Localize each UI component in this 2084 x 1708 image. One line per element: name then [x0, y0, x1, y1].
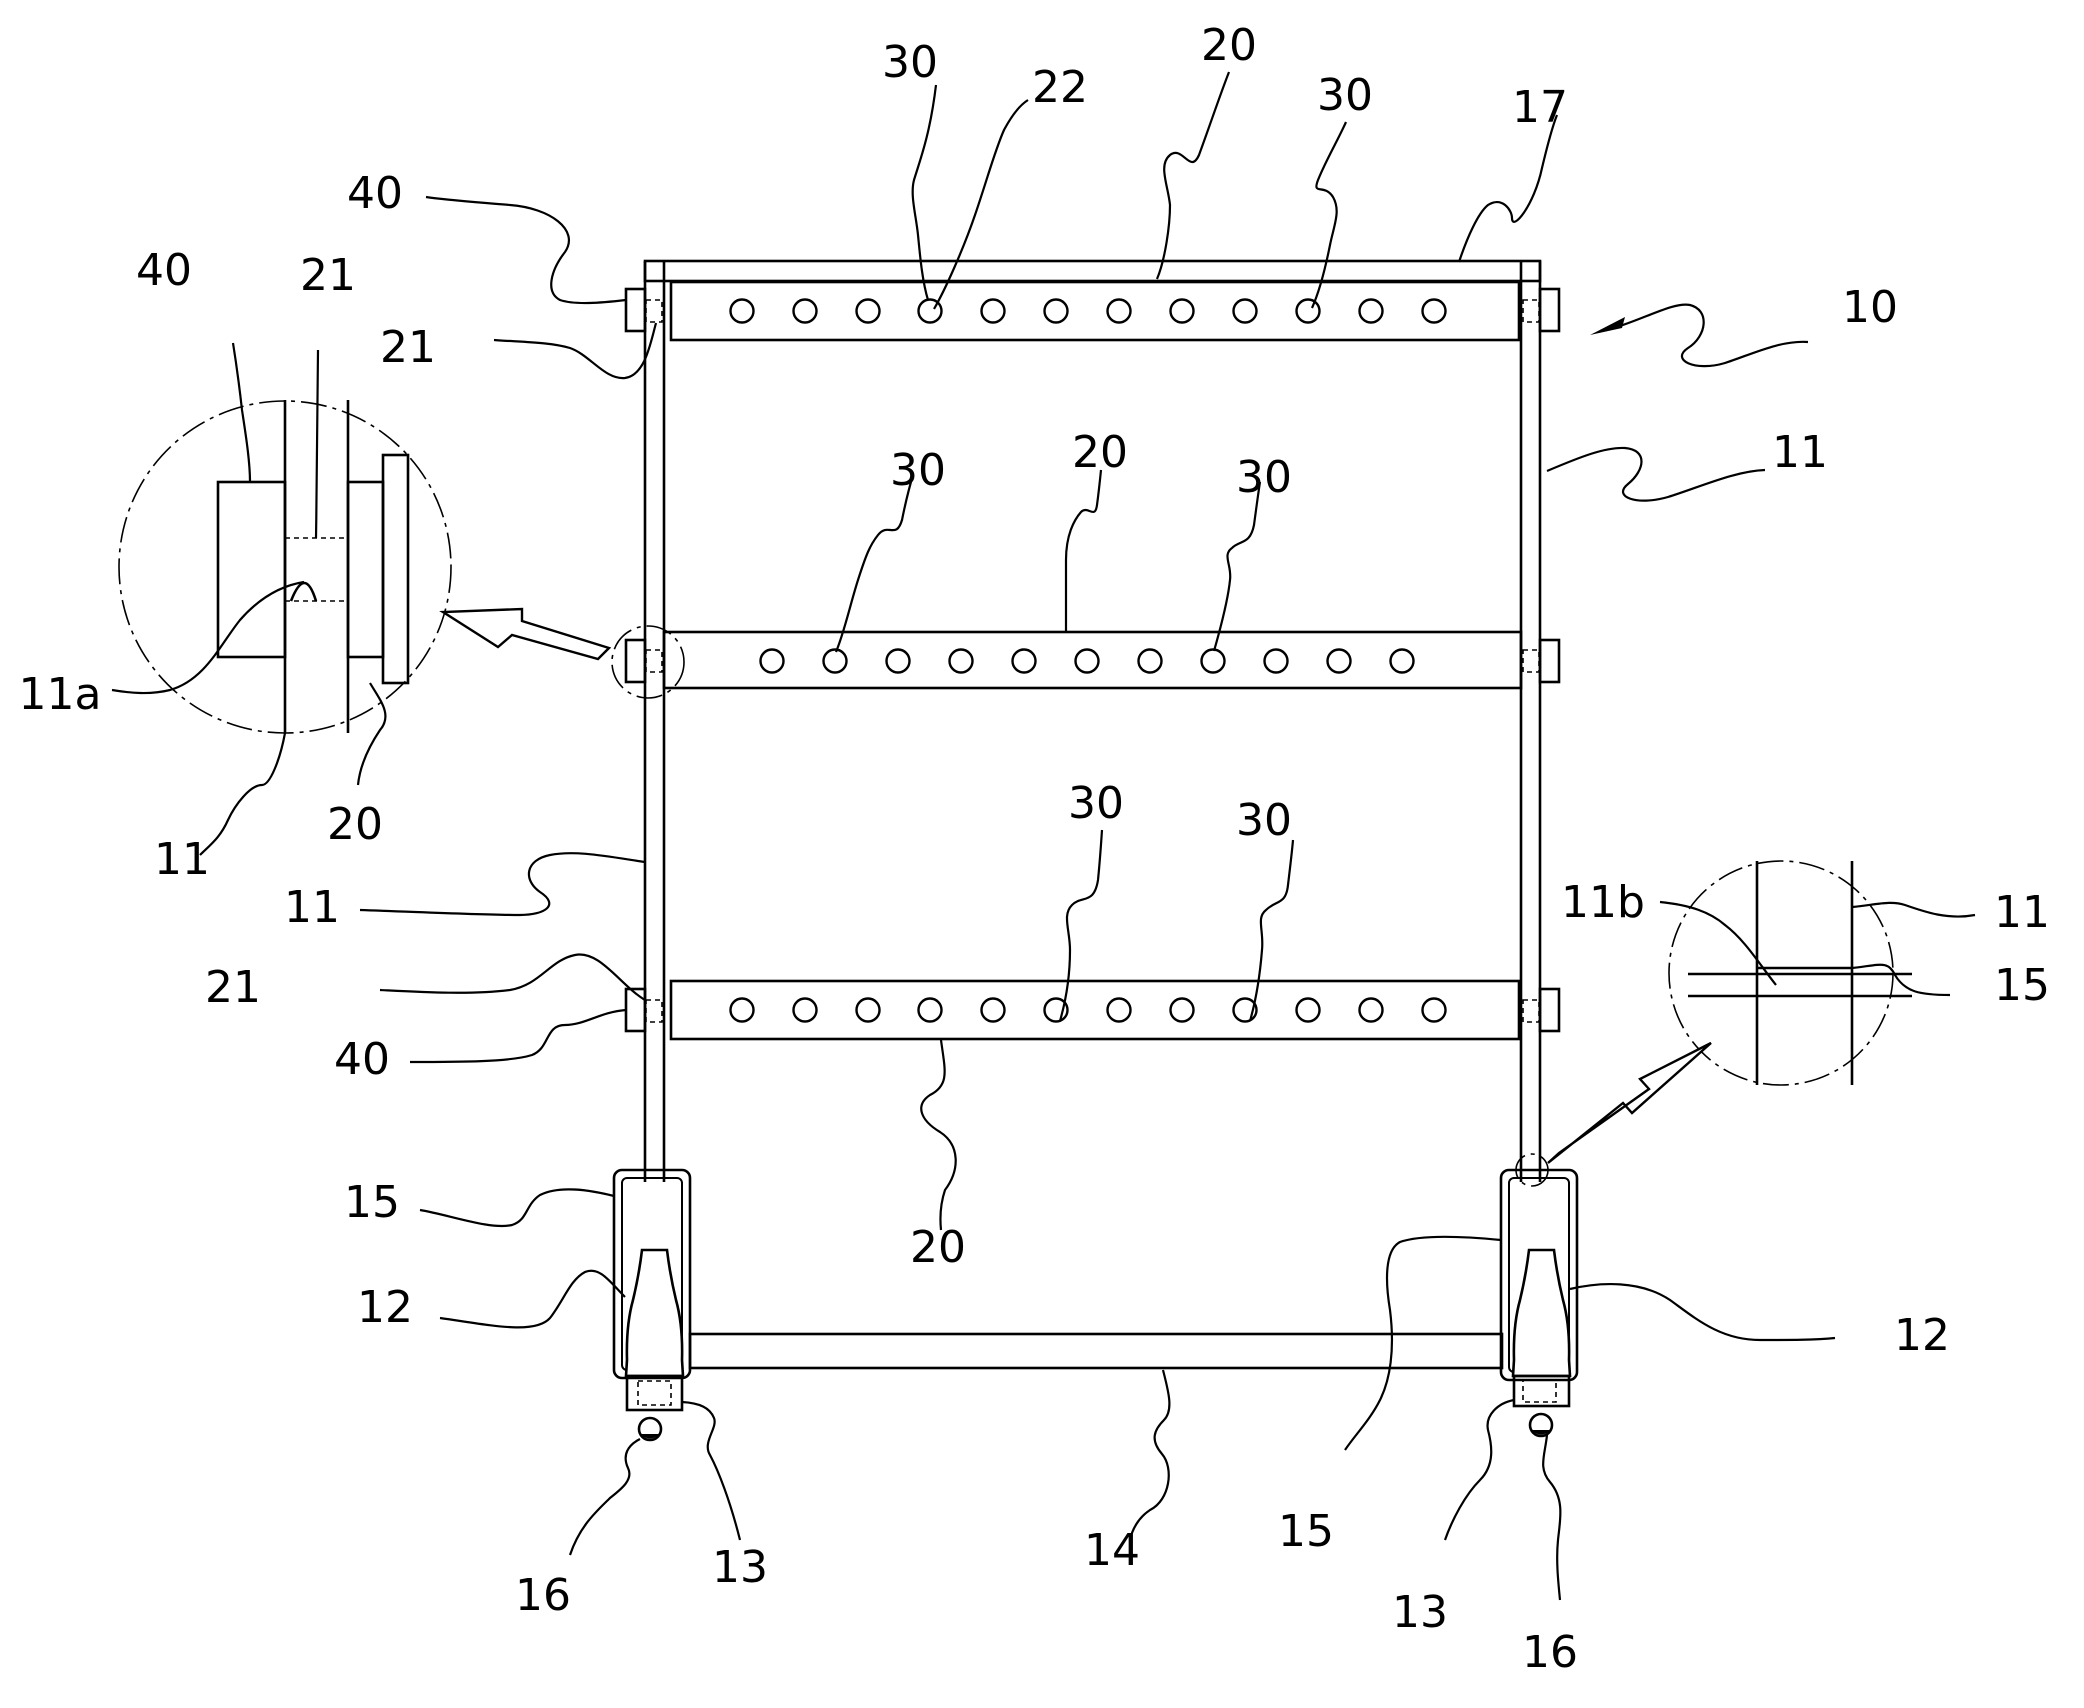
- view-arrow-b: [1547, 1041, 1712, 1164]
- ref-21-top: 21: [380, 322, 436, 373]
- ref-40-top: 40: [347, 168, 403, 219]
- detail-view-b: [1668, 860, 1912, 1086]
- ref-30-mid-left: 30: [890, 445, 946, 496]
- ref-10: 10: [1842, 282, 1898, 333]
- shelf-bar-top: [624, 280, 1561, 342]
- ref-22: 22: [1032, 62, 1088, 113]
- holes-middle-row: [759, 648, 1415, 674]
- end-cap-right: [1538, 638, 1561, 684]
- end-cap-left: [624, 987, 647, 1033]
- ref-40-bot: 40: [334, 1034, 390, 1085]
- ref-20-detail: 20: [327, 799, 383, 850]
- pin-right: [1522, 299, 1540, 323]
- caster-mount-right: [1512, 1374, 1571, 1408]
- ref-20-mid: 20: [1072, 427, 1128, 478]
- detail-a-bar-20: [346, 480, 385, 659]
- reference-numerals: 10 11 11 11 11 11a 11b 12 12 13 13 14 15…: [19, 20, 2050, 1678]
- right-base-assembly: [1499, 1168, 1579, 1438]
- pin-left: [645, 999, 663, 1023]
- ref-15-detail: 15: [1994, 960, 2050, 1011]
- ref-20-bot: 20: [910, 1222, 966, 1273]
- ref-14: 14: [1084, 1525, 1140, 1576]
- end-cap-right: [1538, 287, 1561, 333]
- leader-lines: [111, 71, 1976, 1601]
- caster-mount-left: [625, 1374, 684, 1412]
- ref-21-bot: 21: [205, 962, 261, 1013]
- ref-11-left: 11: [284, 882, 340, 933]
- holes-bottom-row: [729, 997, 1447, 1023]
- ref-11-detail-a: 11: [154, 834, 210, 885]
- ref-40-detail: 40: [136, 245, 192, 296]
- pin-right: [1522, 649, 1540, 673]
- bracket-15-left: [612, 1168, 692, 1380]
- pin-left: [645, 299, 663, 323]
- ref-15-right: 15: [1278, 1506, 1334, 1557]
- caster-wheel-left: [637, 1416, 663, 1442]
- ref-11a: 11a: [19, 669, 102, 720]
- detail-marker-b: [1515, 1153, 1549, 1187]
- ref-17: 17: [1512, 82, 1568, 133]
- ref-21-detail: 21: [300, 250, 356, 301]
- ref-12-right: 12: [1894, 1310, 1950, 1361]
- ref-11-right: 11: [1772, 427, 1828, 478]
- ref-13-right: 13: [1392, 1587, 1448, 1638]
- end-cap-left: [624, 287, 647, 333]
- tapered-foot-left: [624, 1248, 685, 1378]
- detail-view-a: [118, 400, 452, 734]
- ref-13-left: 13: [712, 1542, 768, 1593]
- ref-20-top: 20: [1201, 20, 1257, 71]
- caster-wheel-right: [1528, 1412, 1554, 1438]
- reference-arrow-10: [1590, 317, 1625, 335]
- ref-30-mid-right: 30: [1236, 452, 1292, 503]
- pin-right: [1522, 999, 1540, 1023]
- ref-16-left: 16: [515, 1570, 571, 1621]
- ref-11b: 11b: [1561, 877, 1645, 928]
- ref-30-top-left: 30: [882, 37, 938, 88]
- right-post: [1519, 261, 1542, 1182]
- tapered-foot-right: [1511, 1248, 1572, 1378]
- end-cap-left: [624, 638, 647, 684]
- ref-16-right: 16: [1522, 1627, 1578, 1678]
- ref-30-top-right: 30: [1317, 70, 1373, 121]
- bracket-15-right: [1499, 1168, 1579, 1382]
- shelf-bar-bottom: [624, 979, 1561, 1041]
- detail-a-cap-40: [216, 480, 287, 659]
- detail-marker-a: [611, 625, 685, 699]
- top-rail: [643, 259, 1542, 283]
- ref-15-left: 15: [344, 1177, 400, 1228]
- pin-left: [645, 649, 663, 673]
- ref-30-bot-left: 30: [1068, 778, 1124, 829]
- ref-11-detail-b: 11: [1994, 887, 2050, 938]
- shelf-bar-middle: [624, 630, 1561, 690]
- end-cap-right: [1538, 987, 1561, 1033]
- view-arrow-a: [439, 607, 612, 661]
- ref-30-bot-right: 30: [1236, 795, 1292, 846]
- left-base-assembly: [612, 1168, 692, 1442]
- holes-top-row: [729, 298, 1447, 324]
- detail-a-notch-11a: [289, 581, 318, 602]
- ref-12-left: 12: [357, 1282, 413, 1333]
- bottom-bar: [688, 1332, 1504, 1370]
- left-post: [643, 261, 666, 1182]
